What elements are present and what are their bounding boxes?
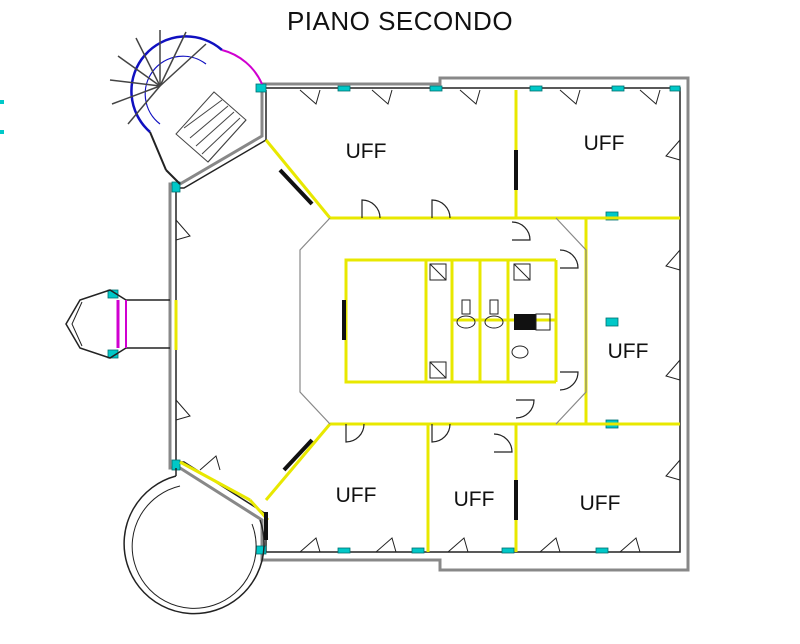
edge-markers [0,100,4,134]
room-label-bottom-left: UFF [336,484,377,507]
room-label-top-right: UFF [584,132,625,155]
plan-title: PIANO SECONDO [286,6,514,36]
partitions [174,90,680,552]
round-tower [123,455,270,615]
room-label-middle-right: UFF [608,340,649,363]
left-bay [65,289,170,359]
elevator-shaft [514,313,551,331]
corridor-outline [299,217,587,425]
room-labels: UFF UFF UFF UFF UFF UFF [336,132,649,515]
corridor-doors [345,199,579,453]
spiral-staircase [109,30,263,185]
perimeter-swings [175,89,681,553]
room-label-bottom-middle: UFF [454,488,495,511]
room-label-top-left: UFF [346,140,387,163]
straight-stairs [175,91,247,163]
room-label-bottom-right: UFF [580,492,621,515]
heavy-walls [278,150,518,520]
inner-walls [175,87,681,553]
toilet-fixtures [429,263,531,379]
